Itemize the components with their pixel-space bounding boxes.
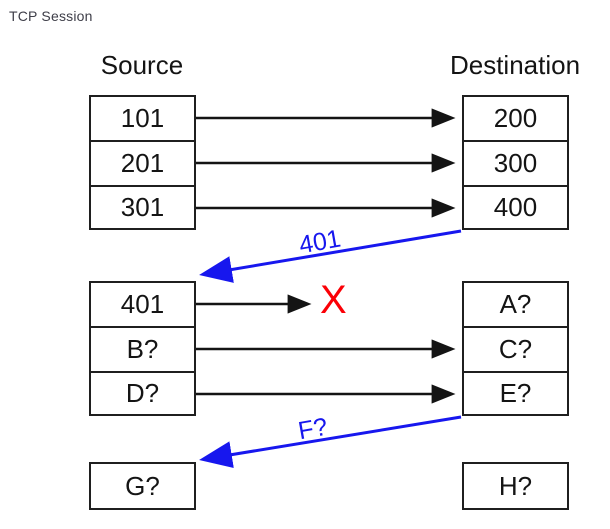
blue-ack-label-f: F?	[296, 412, 330, 446]
segment-box: C?	[464, 328, 567, 373]
segment-box: D?	[91, 373, 194, 414]
destination-column-header: Destination	[449, 50, 581, 80]
segment-box: 401	[91, 283, 194, 328]
segment-box: 201	[91, 142, 194, 187]
bottom-destination-box: H?	[462, 462, 569, 510]
top-source-stack: 101 201 301	[89, 95, 196, 230]
segment-box: B?	[91, 328, 194, 373]
segment-box: 400	[464, 187, 567, 228]
middle-destination-stack: A? C? E?	[462, 281, 569, 416]
blue-ack-label-401: 401	[296, 224, 343, 260]
source-column-header: Source	[100, 50, 184, 80]
segment-box: 300	[464, 142, 567, 187]
top-destination-stack: 200 300 400	[462, 95, 569, 230]
segment-box: A?	[464, 283, 567, 328]
segment-box: 301	[91, 187, 194, 228]
segment-box: 200	[464, 97, 567, 142]
segment-box: 101	[91, 97, 194, 142]
bottom-source-box: G?	[89, 462, 196, 510]
packet-drop-x-marker: X	[320, 278, 347, 322]
segment-box: E?	[464, 373, 567, 414]
middle-source-stack: 401 B? D?	[89, 281, 196, 416]
page-title: TCP Session	[9, 8, 93, 24]
